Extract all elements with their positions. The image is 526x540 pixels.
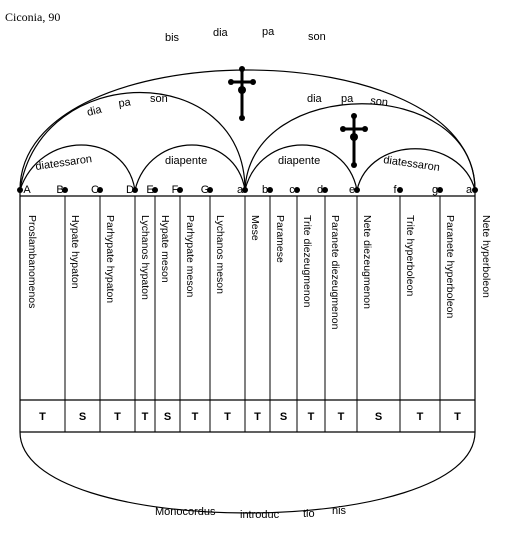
diatessaron-arc-right xyxy=(356,148,476,191)
note-letter: E xyxy=(146,184,153,196)
arc-word: nis xyxy=(332,505,347,517)
note-letter: f xyxy=(393,184,397,196)
note-name: Trite diezeugmenon xyxy=(301,215,313,308)
interval-symbol: T xyxy=(308,411,315,423)
arc-word: son xyxy=(308,31,326,43)
interval-symbol: T xyxy=(338,411,345,423)
division-point xyxy=(17,187,23,193)
note-name: Trite hyperboleon xyxy=(404,215,416,296)
note-name: Proslambanomenos xyxy=(26,215,38,308)
division-point xyxy=(242,187,248,193)
interval-symbol: S xyxy=(164,411,171,423)
monochord-frame xyxy=(19,190,476,433)
note-name: Lychanos meson xyxy=(214,215,226,294)
arc-word: diatessaron xyxy=(35,153,93,173)
arc-word: introduc xyxy=(240,509,280,521)
arc-word: pa xyxy=(341,93,354,105)
diapente-arc-left xyxy=(134,144,246,191)
division-point xyxy=(152,187,158,193)
cross-icon xyxy=(228,66,256,121)
note-name: Parhypate meson xyxy=(184,215,196,297)
note-name: Mese xyxy=(249,215,261,241)
note-letter: G xyxy=(201,184,210,196)
division-point xyxy=(267,187,273,193)
left-diapason-arc xyxy=(19,91,246,191)
note-letter: b xyxy=(262,184,268,196)
note-name: Paramese xyxy=(274,215,286,263)
interval-symbol: T xyxy=(114,411,121,423)
division-point xyxy=(177,187,183,193)
arc-word: diapente xyxy=(165,155,207,167)
division-point xyxy=(437,187,443,193)
note-columns: Proslambanomenos Hypate hypaton Parhypate … xyxy=(26,196,492,432)
arc-word: son xyxy=(150,93,168,105)
division-point xyxy=(397,187,403,193)
interval-symbol: T xyxy=(254,411,261,423)
note-letter: B xyxy=(56,184,63,196)
interval-symbol: T xyxy=(192,411,199,423)
arc-word: dia xyxy=(307,93,323,105)
interval-symbol: T xyxy=(142,411,149,423)
arc-word: pa xyxy=(118,96,133,110)
division-point xyxy=(294,187,300,193)
note-letter: c xyxy=(289,184,295,196)
division-point xyxy=(132,187,138,193)
note-name: Hypate meson xyxy=(159,215,171,283)
note-name: Parhypate hypaton xyxy=(104,215,116,303)
division-point xyxy=(472,187,478,193)
arc-word: Monocordus xyxy=(155,506,216,518)
arc-word: dia xyxy=(86,104,104,119)
note-letter: e xyxy=(349,184,355,196)
diapente-arc-right xyxy=(244,144,358,191)
division-point xyxy=(354,187,360,193)
note-letter: a xyxy=(466,184,473,196)
note-name: Nete hyperboleon xyxy=(480,215,492,298)
note-letter: d xyxy=(317,184,323,196)
interval-symbol: S xyxy=(79,411,86,423)
division-point xyxy=(97,187,103,193)
interval-symbol: T xyxy=(454,411,461,423)
cross-icon xyxy=(340,113,368,168)
outer-bis-diapason-arc xyxy=(19,69,476,191)
division-point xyxy=(207,187,213,193)
bottom-monochord-arc xyxy=(19,431,476,514)
note-name: Lychanos hypaton xyxy=(139,215,151,300)
arc-word: pa xyxy=(262,26,275,38)
note-letter: A xyxy=(23,184,31,196)
note-name: Paranete diezeugmenon xyxy=(329,215,341,330)
note-letter: D xyxy=(126,184,134,196)
arc-word: son xyxy=(370,95,389,109)
arc-group xyxy=(19,69,476,514)
arc-word: diapente xyxy=(278,155,320,167)
right-diapason-arc xyxy=(244,103,476,191)
interval-symbol: T xyxy=(417,411,424,423)
diatessaron-arc-left xyxy=(19,144,136,191)
arc-word: diatessaron xyxy=(383,154,441,174)
arc-word: dia xyxy=(213,27,229,39)
division-point xyxy=(322,187,328,193)
arc-word: tio xyxy=(303,508,315,520)
note-letter: g xyxy=(432,184,438,196)
interval-symbol: T xyxy=(39,411,46,423)
note-letter: a xyxy=(237,184,244,196)
interval-symbol: S xyxy=(375,411,382,423)
note-name: Nete diezeugmenon xyxy=(361,215,373,309)
caption: Ciconia, 90 xyxy=(5,10,60,24)
note-name: Paranete hyperboleon xyxy=(444,215,456,318)
arc-word: bis xyxy=(165,32,180,44)
division-point xyxy=(62,187,68,193)
note-name: Hypate hypaton xyxy=(69,215,81,289)
interval-symbol: S xyxy=(280,411,287,423)
interval-symbol: T xyxy=(224,411,231,423)
note-letter: F xyxy=(172,184,179,196)
note-letter: C xyxy=(91,184,99,196)
